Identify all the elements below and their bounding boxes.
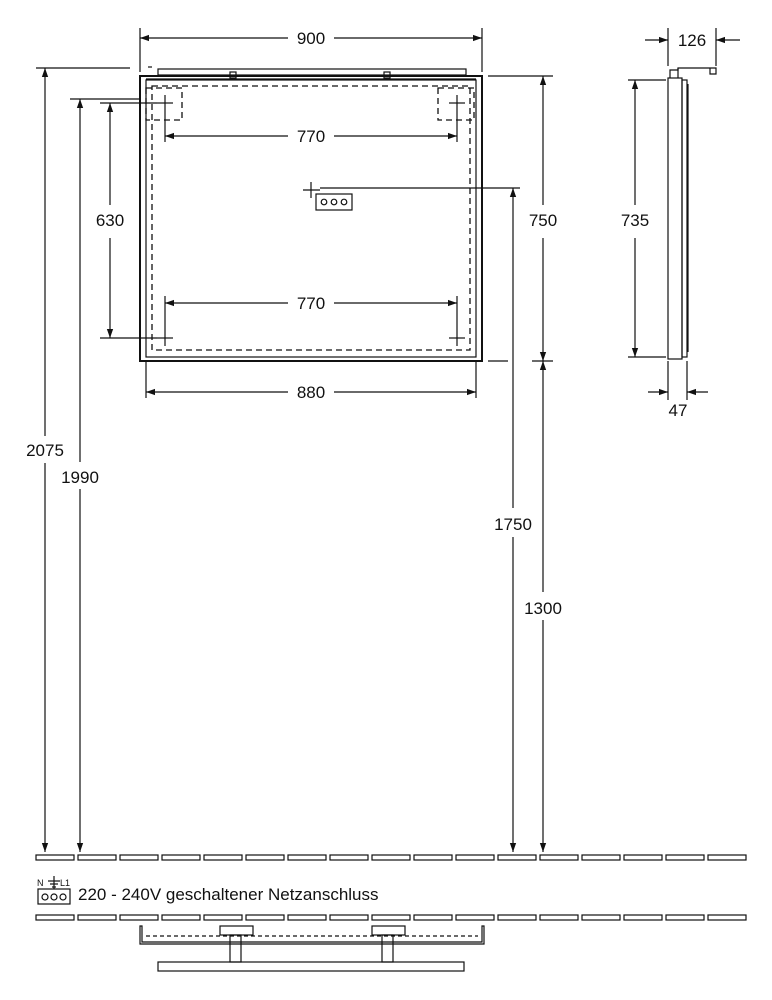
power-terminal-icon (315, 193, 353, 211)
label-height-1990: 1990 (61, 468, 99, 487)
bracket-top-right (437, 87, 475, 121)
floor-tile (623, 914, 663, 921)
top-view-holder-right (371, 925, 406, 936)
floor-tiles-row-lower (35, 914, 747, 921)
floor-tile (161, 854, 201, 861)
label-side-height: 735 (621, 211, 649, 230)
floor-tile (203, 854, 243, 861)
label-width-total: 900 (297, 29, 325, 48)
floor-tile (245, 854, 285, 861)
mirror-hidden-outline (151, 85, 471, 351)
label-side-depth-top: 126 (678, 31, 706, 50)
label-height-1750: 1750 (494, 515, 532, 534)
floor-tile (35, 914, 75, 921)
floor-tile (455, 914, 495, 921)
label-height-2075: 2075 (26, 441, 64, 460)
power-connection-point (303, 182, 520, 211)
floor-tile (707, 854, 747, 861)
side-body (667, 77, 683, 360)
floor-tile (77, 914, 117, 921)
dimension-side-depth-top: 126 (645, 28, 740, 66)
dimension-height-1990: 1990 (61, 98, 140, 852)
floor-tile (329, 914, 369, 921)
floor-tile (119, 854, 159, 861)
light-bar-holder-left (229, 71, 237, 79)
label-width-bottom: 880 (297, 383, 325, 402)
floor-tile (119, 914, 159, 921)
power-connection-icon: N L1 (37, 876, 71, 905)
power-legend: N L1 220 - 240V geschaltener Netzanschlu… (37, 876, 379, 905)
mirror-front-view (139, 66, 520, 362)
mirror-inner-frame (145, 79, 477, 358)
floor-tile (581, 914, 621, 921)
floor-tile (581, 854, 621, 861)
dimension-width-inner-bottom: 770 (164, 294, 458, 330)
floor-tile (371, 914, 411, 921)
floor-tile (203, 914, 243, 921)
dimension-height-630: 630 (96, 102, 157, 339)
floor-tile (497, 854, 537, 861)
floor-tile (455, 854, 495, 861)
dimension-width-inner-top: 770 (164, 111, 458, 146)
floor-tile (413, 854, 453, 861)
symbol-n: N (37, 878, 44, 888)
side-light-bar (669, 67, 717, 78)
floor-tile (665, 854, 705, 861)
floor-tiles-row (35, 854, 747, 861)
top-view-light-bar (157, 961, 465, 972)
mirror-side-view: 126 735 47 (621, 28, 740, 420)
floor-tile (35, 854, 75, 861)
legend-text: 220 - 240V geschaltener Netzanschluss (78, 885, 379, 904)
floor-tile (665, 914, 705, 921)
mirror-top-view (139, 925, 485, 972)
top-view-holder-left (219, 925, 254, 936)
symbol-l1: L1 (60, 878, 70, 888)
light-bar-holder-right (383, 71, 391, 79)
dimension-width-bottom: 880 (145, 361, 477, 402)
label-height-630: 630 (96, 211, 124, 230)
dimension-height-1300: 1300 (524, 361, 562, 852)
mounting-point-bottom-left (157, 330, 173, 346)
light-bar-top (157, 68, 467, 76)
floor-tile (371, 854, 411, 861)
side-glass (681, 79, 688, 358)
floor-tile (287, 914, 327, 921)
label-width-inner-bottom: 770 (297, 294, 325, 313)
dimension-width-total: 900 (139, 28, 483, 72)
mounting-point-bottom-right (449, 330, 465, 346)
floor-tile (707, 914, 747, 921)
mirror-outer-frame (139, 75, 483, 362)
floor-tile (623, 854, 663, 861)
dimension-side-depth-bottom: 47 (648, 361, 708, 420)
floor-tile (539, 914, 579, 921)
dimension-side-height: 735 (621, 79, 666, 358)
floor-tile (77, 854, 117, 861)
mounting-point-top-left (157, 95, 173, 111)
label-width-inner-top: 770 (297, 127, 325, 146)
label-height-750: 750 (529, 211, 557, 230)
dimension-height-750: 750 (488, 75, 557, 362)
dimension-height-1750: 1750 (494, 188, 532, 852)
floor-tile (161, 914, 201, 921)
label-height-1300: 1300 (524, 599, 562, 618)
label-side-depth-bottom: 47 (669, 401, 688, 420)
floor-tile (497, 914, 537, 921)
floor-tile (413, 914, 453, 921)
dimension-height-2075: 2075 (26, 67, 130, 852)
mounting-point-top-right (449, 95, 465, 111)
floor-tile (539, 854, 579, 861)
bracket-top-left (145, 87, 183, 121)
floor-tile (245, 914, 285, 921)
floor-tile (287, 854, 327, 861)
floor-tile (329, 854, 369, 861)
